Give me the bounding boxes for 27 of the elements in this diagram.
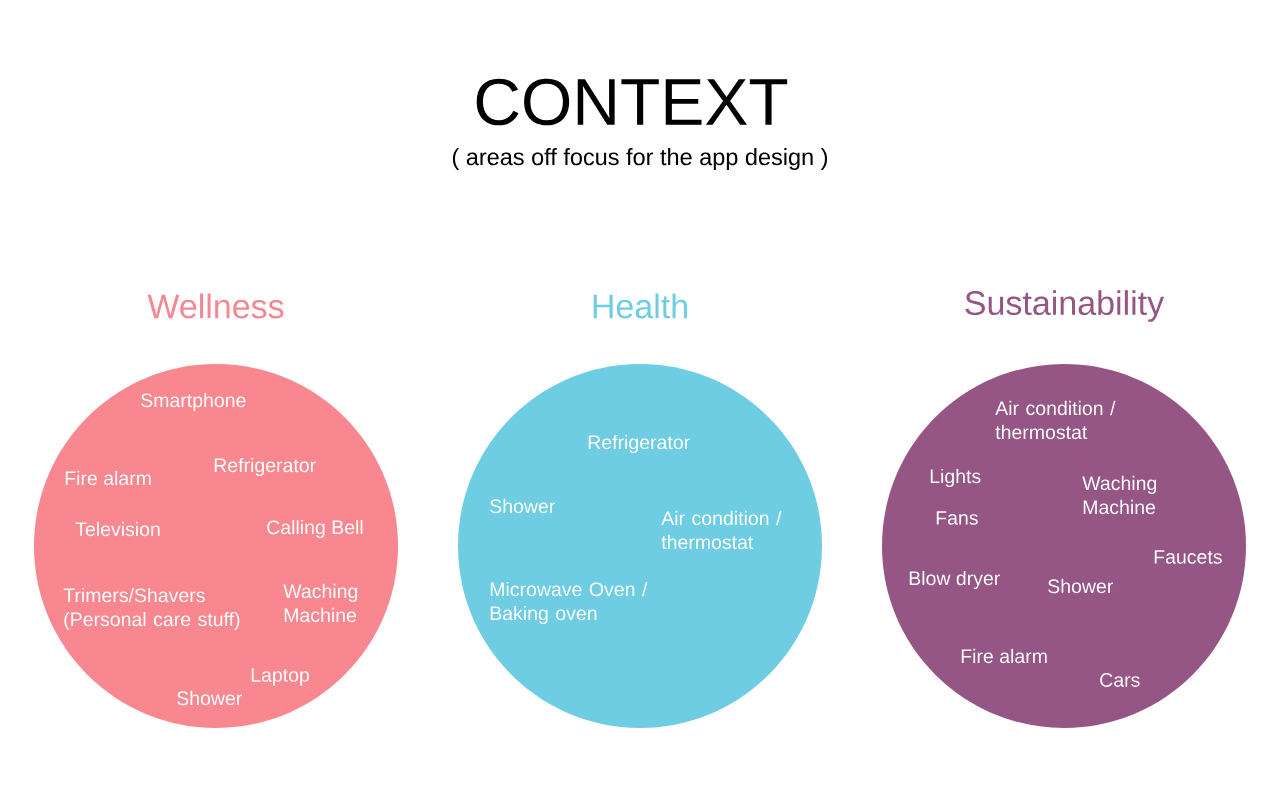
item-label: Refrigerator — [588, 434, 690, 454]
subtitle: ( areas off focus for the app design ) — [452, 148, 828, 170]
item-label: Air condition / thermostat — [661, 510, 782, 550]
item-label: Lights — [930, 468, 981, 488]
item-label: Refrigerator — [214, 457, 316, 477]
category-heading: Sustainability — [965, 290, 1165, 322]
title: CONTEXT — [476, 78, 788, 126]
category-heading: Wellness — [147, 293, 284, 319]
item-label: Air condition / thermostat — [995, 400, 1116, 440]
item-label: Blow dryer — [909, 570, 1000, 590]
item-label: Cars — [1100, 673, 1140, 687]
item-label: Fans — [936, 511, 978, 525]
item-label: Microwave Oven / Baking oven — [490, 581, 648, 625]
item-label: Waching Machine — [1082, 475, 1157, 515]
item-label: Fire alarm — [961, 648, 1047, 664]
item-label: Faucets — [1154, 550, 1222, 564]
item-label: Trimers/Shavers (Personal care stuff) — [63, 587, 240, 631]
item-label: Shower — [1048, 578, 1113, 594]
item-label: Shower — [177, 690, 242, 706]
item-label: Laptop — [251, 668, 310, 686]
item-label: Calling Bell — [267, 519, 363, 539]
item-label: Shower — [490, 498, 555, 514]
category-heading: Health — [593, 293, 687, 319]
item-label: Television — [75, 521, 160, 537]
item-label: Smartphone — [141, 392, 246, 412]
item-label: Fire alarm — [65, 470, 151, 486]
item-label: Waching Machine — [283, 583, 358, 623]
